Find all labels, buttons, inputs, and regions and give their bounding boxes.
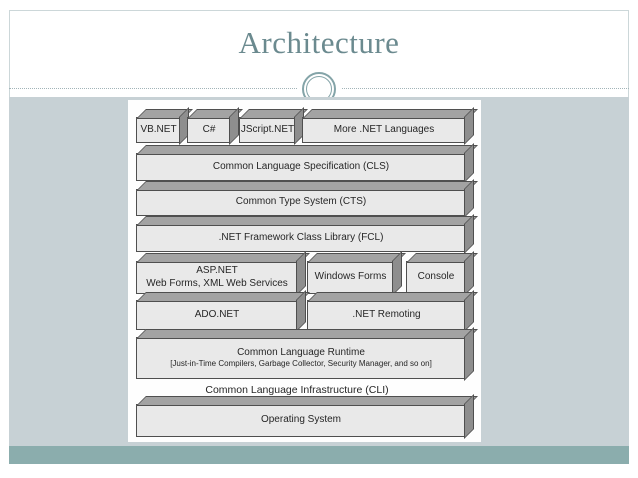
box-clr-label: Common Language Runtime	[237, 346, 365, 358]
box-more-languages: More .NET Languages	[302, 117, 466, 143]
footer-accent-band	[9, 446, 629, 464]
box-windows-forms-label: Windows Forms	[314, 271, 387, 283]
box-aspnet-sublabel: Web Forms, XML Web Services	[146, 277, 288, 289]
box-cts-label: Common Type System (CTS)	[235, 196, 367, 208]
box-operating-system: Operating System	[136, 404, 466, 437]
box-jscript: JScript.NET	[239, 117, 296, 143]
box-operating-system-label: Operating System	[260, 414, 342, 426]
box-aspnet-label: ASP.NET	[196, 265, 238, 276]
box-cls: Common Language Specification (CLS)	[136, 153, 466, 181]
box-net-remoting: .NET Remoting	[307, 300, 466, 330]
box-fcl: .NET Framework Class Library (FCL)	[136, 224, 466, 252]
frame-line-left	[9, 10, 10, 97]
box-vbnet-label: VB.NET	[140, 123, 177, 135]
box-csharp: C#	[187, 117, 231, 143]
box-aspnet: ASP.NET Web Forms, XML Web Services	[136, 261, 298, 294]
box-adonet: ADO.NET	[136, 300, 298, 330]
box-clr: Common Language Runtime [Just-in-Time Co…	[136, 337, 466, 379]
box-windows-forms: Windows Forms	[307, 261, 394, 294]
frame-line-top	[9, 10, 629, 11]
box-vbnet: VB.NET	[136, 117, 181, 143]
dotnet-architecture-diagram: VB.NET C# JScript.NET More .NET Language…	[128, 100, 481, 442]
box-cts: Common Type System (CTS)	[136, 189, 466, 216]
box-cls-label: Common Language Specification (CLS)	[212, 160, 390, 172]
box-console: Console	[406, 261, 466, 294]
box-console-label: Console	[417, 271, 455, 283]
box-net-remoting-label: .NET Remoting	[352, 308, 421, 320]
slide-title: Architecture	[238, 25, 400, 60]
box-adonet-label: ADO.NET	[194, 308, 240, 320]
box-fcl-label: .NET Framework Class Library (FCL)	[218, 231, 384, 243]
box-jscript-label: JScript.NET	[240, 123, 295, 135]
box-csharp-label: C#	[202, 123, 216, 135]
box-clr-sublabel: [Just-in-Time Compilers, Garbage Collect…	[170, 359, 432, 369]
box-more-languages-label: More .NET Languages	[333, 123, 435, 135]
cli-caption: Common Language Infrastructure (CLI)	[205, 384, 389, 396]
frame-line-right	[628, 10, 629, 97]
